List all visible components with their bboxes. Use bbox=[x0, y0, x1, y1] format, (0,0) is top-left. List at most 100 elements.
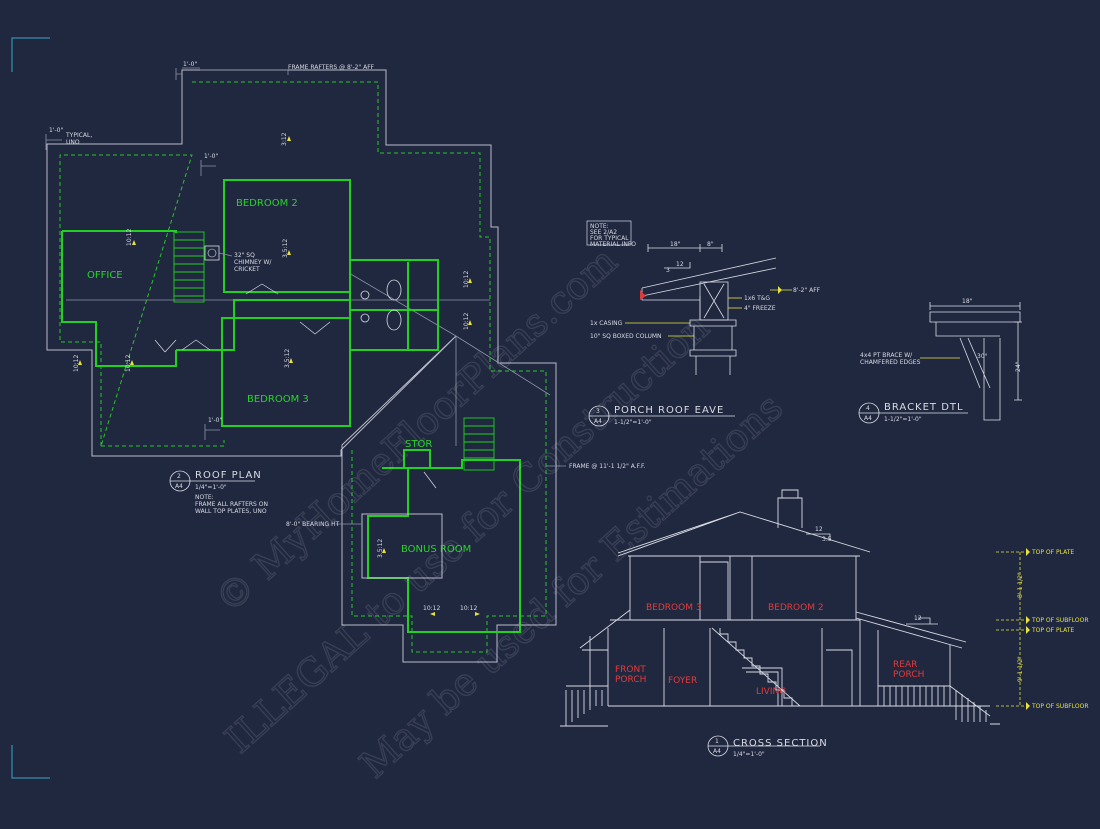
section-bedroom3: BEDROOM 3 bbox=[646, 603, 702, 613]
bracket-detail: 18" 24" 30° 4x4 PT BRACE W/ CHAMFERED ED… bbox=[858, 298, 1022, 424]
section-living: LIVING bbox=[756, 687, 786, 697]
note-line-1: FRAME ALL RAFTERS ON bbox=[195, 501, 268, 508]
height-label: 9'-1 1/2" bbox=[1017, 656, 1024, 682]
pitch-label: 10:12 bbox=[460, 605, 477, 612]
bracket-brace-1: 4x4 PT BRACE W/ bbox=[860, 352, 913, 359]
eave-dim-8: 8" bbox=[707, 241, 714, 248]
pitch-label: 10:12 bbox=[126, 229, 133, 246]
section-geometry bbox=[560, 489, 1000, 727]
roof-plan: OFFICE BEDROOM 2 BEDROOM 3 BONUS ROOM ST… bbox=[45, 61, 646, 663]
office-walls bbox=[61, 230, 177, 367]
level-label: TOP OF PLATE bbox=[1031, 549, 1074, 556]
note-chimney-2: CHIMNEY W/ bbox=[234, 259, 272, 266]
title-scale: 1-1/2"=1'-0" bbox=[614, 419, 652, 426]
section-pitch-35: 3.5 bbox=[822, 536, 832, 543]
leader-line bbox=[200, 69, 289, 75]
title-num: 1 bbox=[715, 738, 719, 745]
dim-tick bbox=[45, 134, 62, 150]
title-name: ROOF PLAN bbox=[195, 470, 262, 481]
eave-pitch-3: 3 bbox=[666, 267, 670, 274]
bonus-walls bbox=[367, 459, 521, 633]
title-scale: 1/4"=1'-0" bbox=[733, 751, 765, 758]
note-bearing: 8'-0" BEARING HT bbox=[286, 521, 340, 528]
bracket-dim-30: 30° bbox=[977, 353, 988, 360]
level-label: TOP OF SUBFLOOR bbox=[1031, 617, 1089, 624]
title-num: 4 bbox=[866, 405, 870, 412]
eave-flashing bbox=[640, 290, 646, 300]
label-bonus-room: BONUS ROOM bbox=[401, 544, 471, 555]
title-sheet: A4 bbox=[713, 748, 721, 755]
eave-geometry bbox=[641, 244, 777, 375]
dim-tick bbox=[175, 67, 200, 80]
pitch-arrows bbox=[78, 136, 480, 616]
dim-label: 1'-0" bbox=[208, 417, 222, 424]
cross-section: 12 3.5 12 BEDROOM 3 BEDROOM 2 FRONT PORC… bbox=[560, 489, 1089, 758]
eave-note-4: MATERIAL INFO bbox=[590, 241, 636, 248]
bracket-dim-24: 24" bbox=[1015, 361, 1022, 372]
dim-label: 1'-0" bbox=[183, 61, 197, 68]
porch-eave-detail: NOTE: SEE 2/A2 FOR TYPICAL MATERIAL INFO… bbox=[586, 220, 821, 427]
eave-casing: 1x CASING bbox=[590, 320, 623, 327]
pitch-label: 3.5:12 bbox=[377, 539, 384, 558]
title-scale: 1/4"=1'-0" bbox=[195, 484, 227, 491]
note-line-2: WALL TOP PLATES, UNO bbox=[195, 508, 267, 515]
note-chimney-3: CRICKET bbox=[234, 266, 260, 273]
level-marker bbox=[778, 286, 782, 294]
eave-freeze: 4" FREEZE bbox=[744, 305, 776, 312]
chimney bbox=[204, 245, 220, 261]
title-sheet: A4 bbox=[594, 418, 602, 425]
note-frame-right: FRAME @ 11'-1 1/2" A.F.F. bbox=[569, 463, 646, 470]
pitch-label: 10:12 bbox=[73, 355, 80, 372]
section-front-porch-1: FRONT bbox=[615, 665, 646, 675]
bonus-stair bbox=[463, 417, 495, 471]
bracket-dim-18: 18" bbox=[962, 298, 973, 305]
section-rear-porch-2: PORCH bbox=[893, 670, 924, 680]
stor-walls bbox=[403, 449, 431, 469]
title-name: CROSS SECTION bbox=[733, 738, 828, 749]
section-front-porch-2: PORCH bbox=[615, 675, 646, 685]
title-sheet: A4 bbox=[175, 483, 183, 490]
bath-walls bbox=[349, 259, 439, 351]
height-label: 8'-1 1/2" bbox=[1017, 572, 1024, 598]
pitch-labels: 3:12 10:12 3.5:12 10:12 10:12 10:12 10:1… bbox=[73, 132, 477, 612]
pitch-label: 3.5:12 bbox=[282, 239, 289, 258]
rear-pitch-mark bbox=[906, 617, 938, 625]
roof-plan-title: 2 A4 ROOF PLAN 1/4"=1'-0" NOTE: FRAME AL… bbox=[169, 470, 268, 515]
bedroom3-walls bbox=[221, 317, 351, 427]
pitch-label: 3.5:12 bbox=[284, 349, 291, 368]
dim-tick bbox=[204, 424, 220, 440]
title-sheet: A4 bbox=[864, 415, 872, 422]
title-scale: 1-1/2"=1'-0" bbox=[884, 416, 922, 423]
title-num: 2 bbox=[177, 473, 181, 480]
roof-ridge-lines bbox=[66, 272, 551, 446]
label-stor: STOR bbox=[405, 439, 432, 450]
section-pitch-12: 12 bbox=[815, 526, 823, 533]
eave-tg: 1x6 T&G bbox=[744, 295, 770, 302]
eave-note-3: FOR TYPICAL bbox=[590, 235, 629, 242]
watermark: © MyHomeFloorPlans.com ILLEGAL to use fo… bbox=[206, 238, 792, 788]
sheet-corner-marks bbox=[11, 37, 50, 779]
note-typical: TYPICAL, bbox=[65, 132, 92, 139]
main-pitch-mark bbox=[806, 533, 831, 540]
level-label: TOP OF PLATE bbox=[1031, 627, 1074, 634]
dim-tick bbox=[200, 160, 216, 176]
chimney-flue bbox=[207, 248, 217, 258]
dim-label: 1'-0" bbox=[49, 127, 63, 134]
label-office: OFFICE bbox=[87, 270, 123, 281]
section-bedroom2: BEDROOM 2 bbox=[768, 603, 824, 613]
roof-wall-dashed bbox=[59, 81, 547, 653]
bracket-title: 4 A4 BRACKET DTL 1-1/2"=1'-0" bbox=[858, 402, 968, 424]
hall-walls bbox=[176, 292, 351, 351]
title-name: PORCH ROOF EAVE bbox=[614, 405, 724, 416]
dim-label: 1'-0" bbox=[204, 153, 218, 160]
roof-eave-outline bbox=[46, 69, 557, 663]
section-rear-porch-1: REAR bbox=[893, 660, 917, 670]
note-box bbox=[586, 220, 632, 246]
level-label: TOP OF SUBFLOOR bbox=[1031, 703, 1089, 710]
leader-line bbox=[218, 252, 233, 257]
level-lines bbox=[996, 548, 1030, 710]
pitch-label: 10:12 bbox=[423, 605, 440, 612]
eave-column: 10" SQ BOXED COLUMN bbox=[590, 333, 662, 340]
